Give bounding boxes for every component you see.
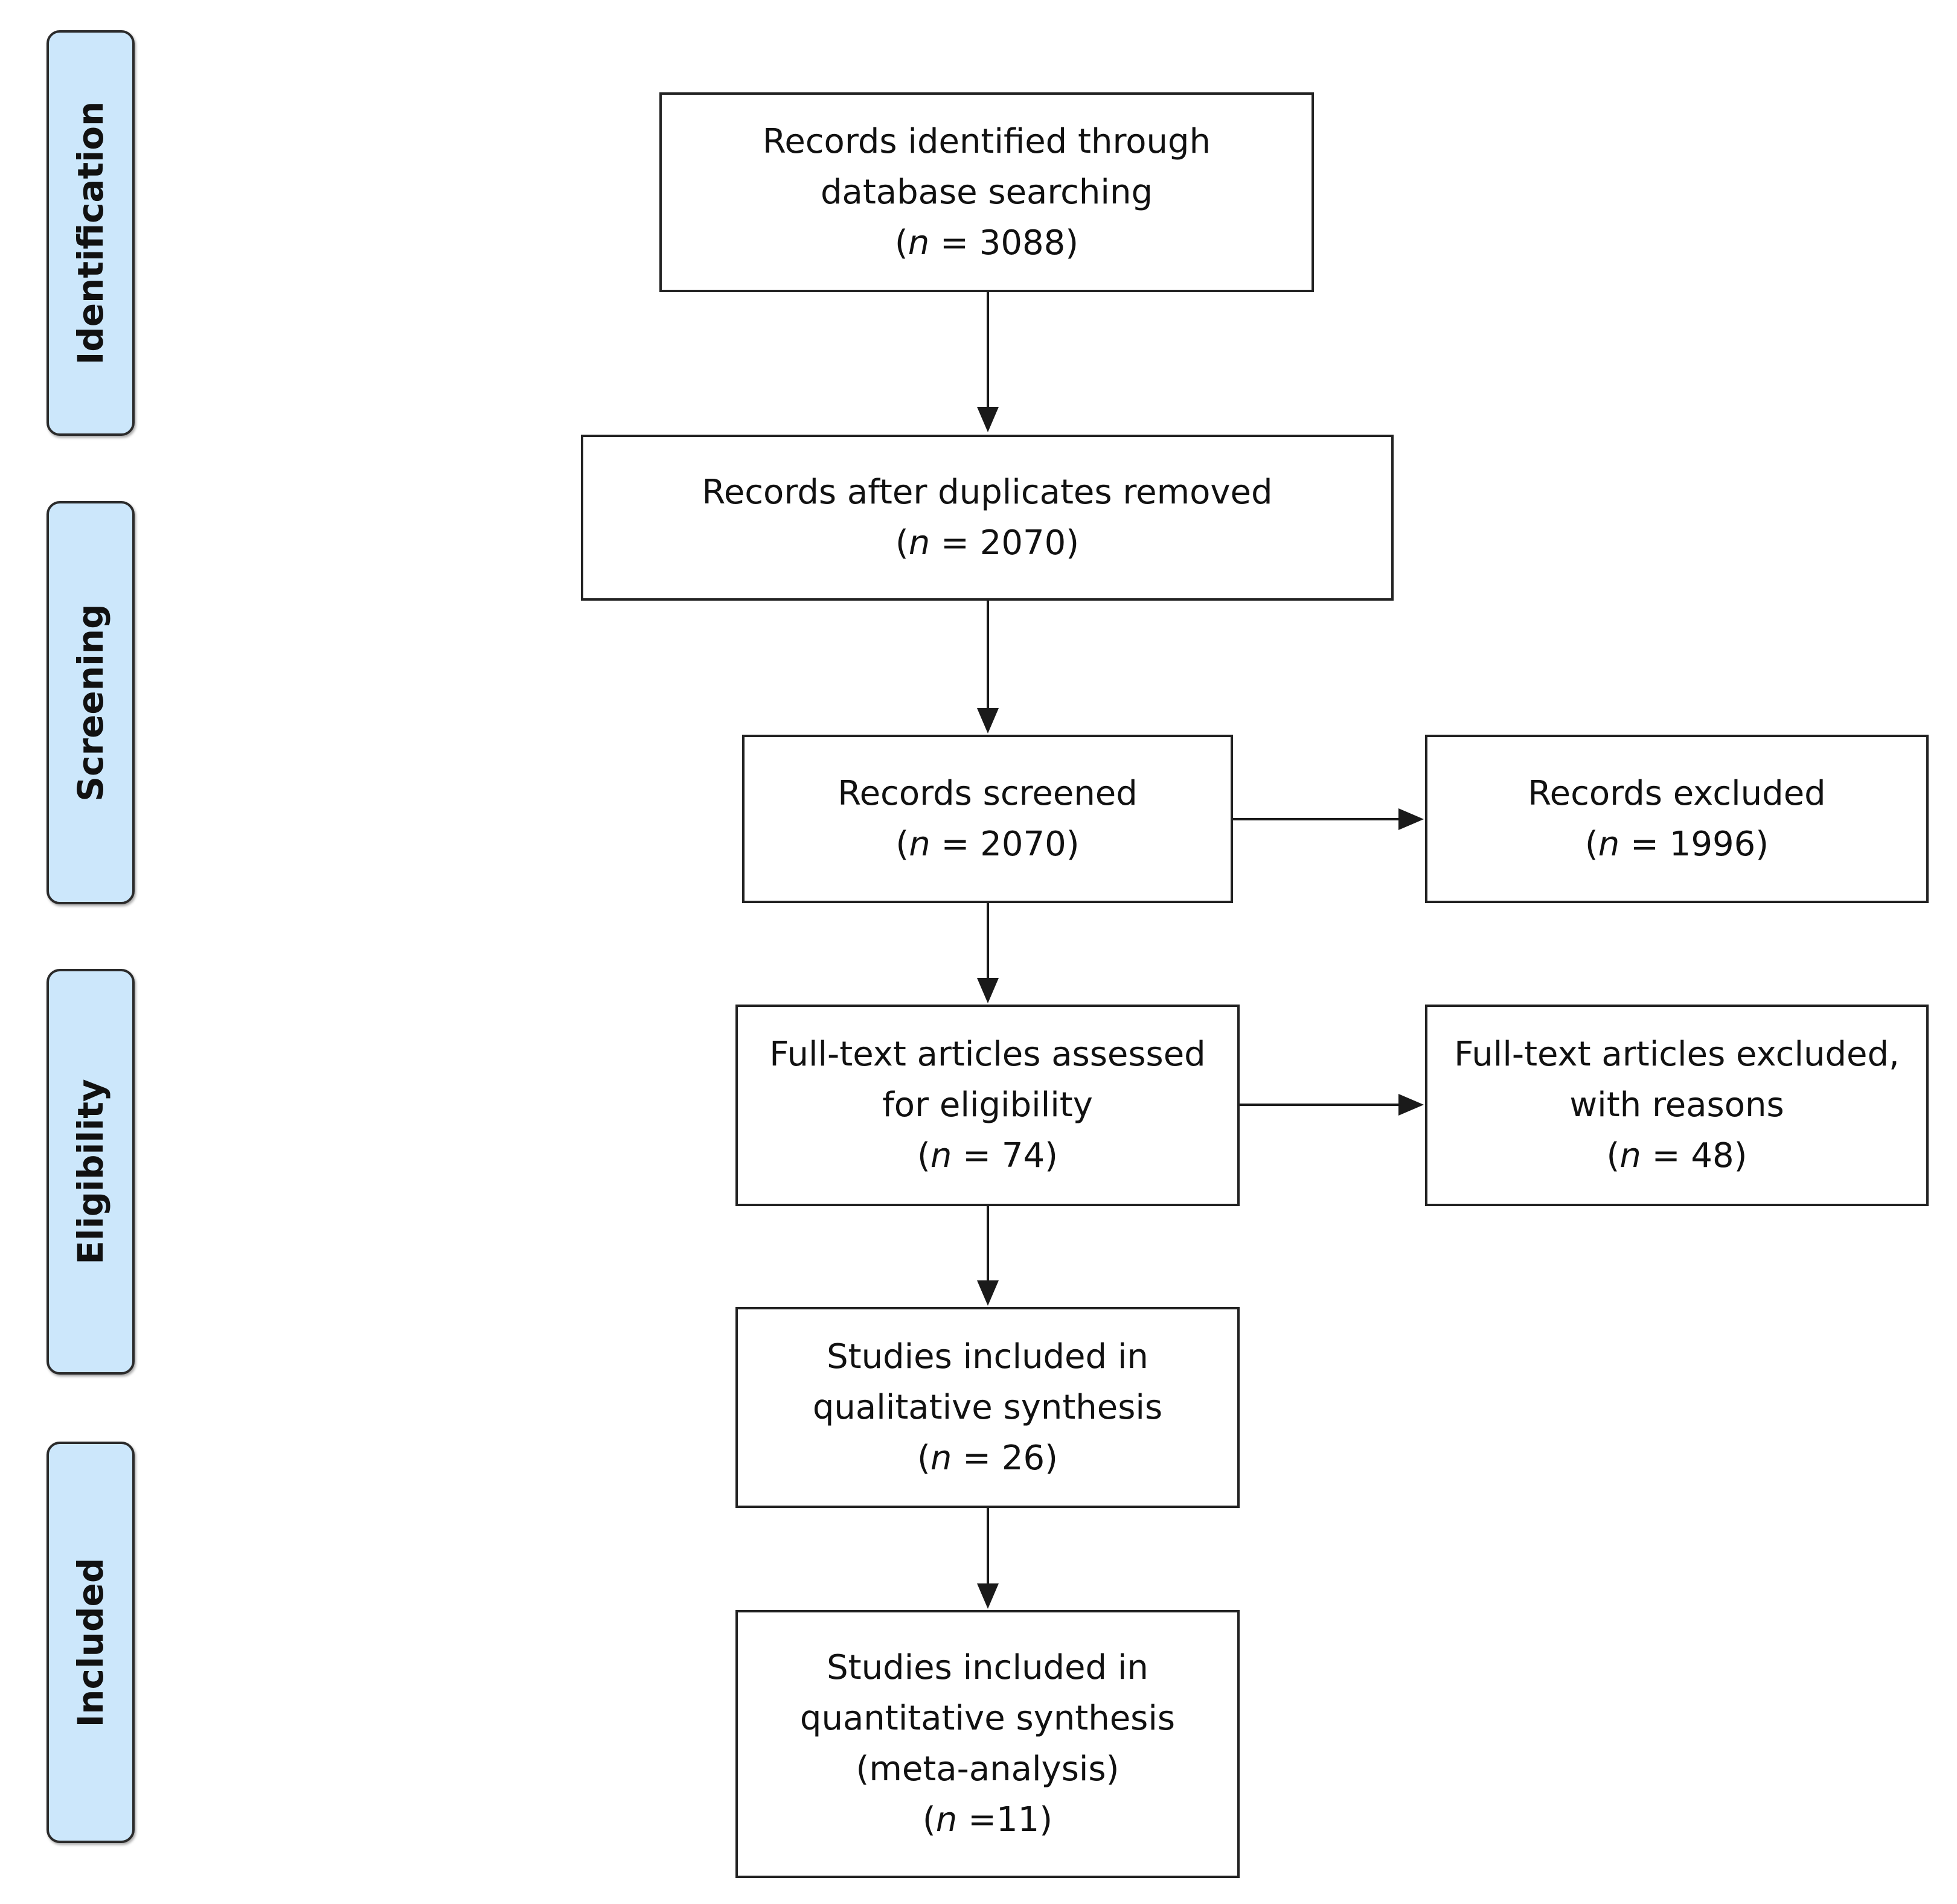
box-records-excluded-count: (n = 1996) — [1584, 824, 1769, 864]
box-fulltext-assessed: Full-text articles assessed for eligibil… — [735, 1005, 1240, 1206]
box-records-excluded: Records excluded (n = 1996) — [1425, 735, 1929, 903]
box-records-identified-line-2: database searching — [820, 172, 1153, 212]
arrowhead-screened-to-fulltext — [977, 978, 999, 1003]
box-qualitative-synthesis-count: (n = 26) — [917, 1438, 1058, 1478]
box-duplicates-removed-count: (n = 2070) — [895, 523, 1080, 563]
box-qualitative-synthesis: Studies included in qualitative synthesi… — [735, 1307, 1240, 1508]
arrowhead-identified-to-duplicates — [977, 407, 999, 432]
box-quantitative-synthesis-line-3: (meta-analysis) — [856, 1749, 1119, 1789]
arrowhead-qualitative-to-quantitative — [977, 1583, 999, 1609]
arrowhead-screened-to-excluded — [1398, 808, 1424, 830]
phase-eligibility: Eligibility — [46, 969, 135, 1375]
arrowhead-duplicates-to-screened — [977, 708, 999, 733]
box-records-screened: Records screened (n = 2070) — [742, 735, 1233, 903]
box-duplicates-removed: Records after duplicates removed (n = 20… — [581, 435, 1394, 601]
box-fulltext-assessed-count: (n = 74) — [917, 1136, 1058, 1175]
box-records-screened-count: (n = 2070) — [895, 824, 1080, 864]
box-quantitative-synthesis-count: (n =11) — [922, 1800, 1053, 1839]
arrowhead-fulltext-to-excluded — [1398, 1094, 1424, 1116]
box-fulltext-excluded: Full-text articles excluded, with reason… — [1425, 1005, 1929, 1206]
box-records-identified-line-1: Records identified through — [762, 121, 1211, 161]
box-fulltext-assessed-line-2: for eligibility — [882, 1085, 1093, 1125]
box-quantitative-synthesis-line-2: quantitative synthesis — [799, 1699, 1176, 1738]
phase-screening: Screening — [46, 501, 135, 904]
box-fulltext-excluded-line-1: Full-text articles excluded, — [1454, 1035, 1900, 1074]
box-records-excluded-line-1: Records excluded — [1528, 773, 1826, 813]
phase-identification: Identification — [46, 30, 135, 436]
box-quantitative-synthesis: Studies included in quantitative synthes… — [735, 1610, 1240, 1878]
box-duplicates-removed-line-1: Records after duplicates removed — [702, 472, 1273, 512]
box-fulltext-excluded-line-2: with reasons — [1569, 1085, 1784, 1125]
box-fulltext-excluded-count: (n = 48) — [1606, 1136, 1747, 1175]
box-qualitative-synthesis-line-2: qualitative synthesis — [812, 1387, 1163, 1427]
arrowhead-fulltext-to-qualitative — [977, 1280, 999, 1306]
box-records-screened-line-1: Records screened — [838, 773, 1138, 813]
box-fulltext-assessed-line-1: Full-text articles assessed — [769, 1035, 1206, 1074]
box-records-identified-count: (n = 3088) — [894, 223, 1079, 263]
box-records-identified: Records identified through database sear… — [659, 92, 1314, 292]
box-quantitative-synthesis-line-1: Studies included in — [827, 1648, 1148, 1687]
box-qualitative-synthesis-line-1: Studies included in — [827, 1337, 1148, 1376]
phase-included: Included — [46, 1442, 135, 1843]
